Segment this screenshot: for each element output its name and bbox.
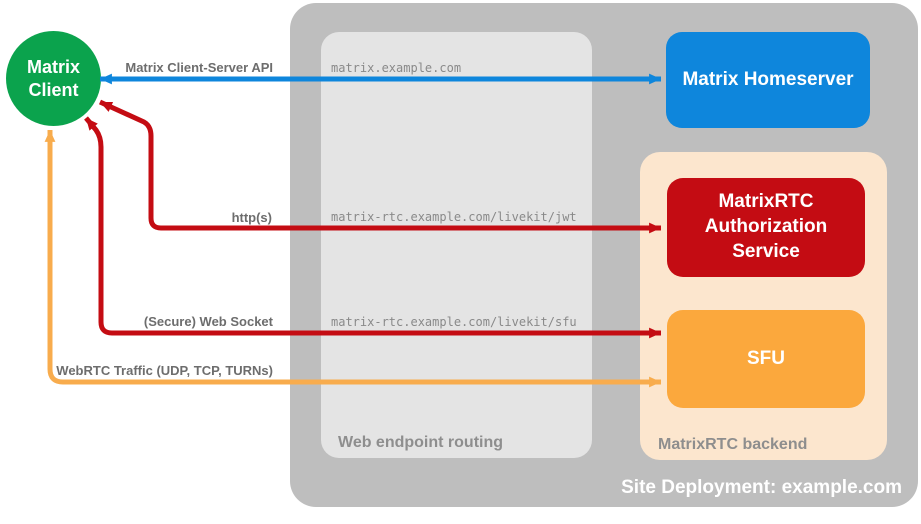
matrix-client-label: Matrix Client (26, 57, 80, 100)
sfu-node: SFU (667, 310, 865, 408)
websocket-arrow-label: (Secure) Web Socket (143, 314, 273, 329)
site-deployment-label: Site Deployment: example.com (621, 477, 902, 498)
matrix-homeserver-node: Matrix Homeserver (666, 32, 870, 128)
client-server-api-arrow-label: Matrix Client-Server API (125, 60, 273, 75)
web-endpoint-routing-label: Web endpoint routing (338, 434, 504, 451)
matrixrtc-authorization-service-label: MatrixRTC Authorization Service (704, 191, 828, 262)
web-endpoint-routing-container: Web endpoint routing (321, 32, 592, 458)
webrtc-traffic-arrow-label: WebRTC Traffic (UDP, TCP, TURNs) (56, 363, 273, 378)
endpoint-homeserver-host: matrix.example.com (331, 61, 462, 75)
sfu-label: SFU (747, 347, 785, 369)
endpoint-livekit-sfu: matrix-rtc.example.com/livekit/sfu (331, 315, 577, 329)
matrix-homeserver-label: Matrix Homeserver (682, 68, 854, 90)
matrixrtc-authorization-service-node: MatrixRTC Authorization Service (667, 178, 865, 277)
endpoint-livekit-jwt: matrix-rtc.example.com/livekit/jwt (331, 210, 577, 224)
matrixrtc-backend-label: MatrixRTC backend (658, 436, 808, 453)
https-arrow-label: http(s) (231, 210, 272, 225)
matrix-client-node: Matrix Client (6, 31, 101, 126)
